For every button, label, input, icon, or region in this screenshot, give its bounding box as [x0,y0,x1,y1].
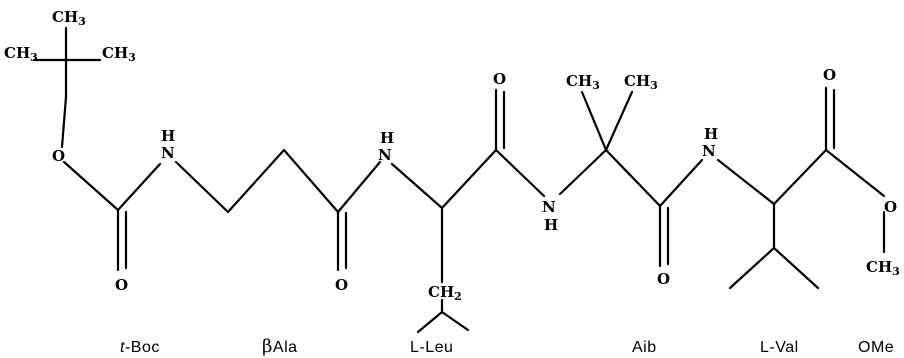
bond-c1-n1 [116,162,162,212]
atom-o-ome: O [884,198,897,216]
atom-n3: N [542,198,556,216]
atom-h1: H [161,127,175,145]
bond-leu-cd1 [416,310,444,334]
atom-n4: N [702,142,716,160]
atom-o-bala-carbonyl: O [335,276,348,294]
bond-val-ca-c5 [772,148,828,206]
bond-tbu-o [60,95,68,149]
residue-label-bala: βAla [262,336,298,357]
atom-h2: H [380,129,394,147]
atom-ch3-right: CH3 [102,44,136,64]
bond-c5-o-ome [824,148,886,198]
atom-ch3-aib-right: CH3 [624,72,658,92]
residue-label-aib: Aib [632,339,657,356]
atom-o-val-carbonyl: O [823,66,836,84]
bond-o-c1 [62,160,120,212]
bond-n3-aib-c [558,148,608,196]
atom-n1: N [161,144,175,162]
bond-c2-n2 [336,160,382,214]
atom-labels: CH3 CH3 CH3 O O O O O O O H N H N N H H … [4,8,900,303]
atom-h4: H [704,125,718,143]
bond-lines [32,26,886,334]
residue-label-val: L-Val [760,339,799,356]
atom-o-leu-carbonyl: O [493,70,506,88]
atom-o-ester: O [52,147,65,165]
atom-o-boc-carbonyl: O [115,276,128,294]
bond-val-cg1 [728,246,776,290]
residue-label-ome: OMe [858,339,894,356]
atom-ch3-top: CH3 [52,8,86,28]
atom-ch3-left: CH3 [4,44,38,64]
bond-leu-cd2 [440,310,470,332]
bond-cb-c2 [282,148,340,214]
atom-h3: H [544,216,558,234]
bond-n1-ca [174,160,230,214]
atom-o-aib-carbonyl: O [657,270,670,288]
bond-val-cg2 [772,246,820,290]
atom-ch3-ome: CH3 [866,258,900,278]
bond-aib-c4 [604,148,662,208]
bond-aib-ch3-r [604,90,634,152]
bond-aib-ch3-l [580,90,608,152]
bond-leu-ca-c3 [440,148,498,210]
atom-n2: N [378,146,392,164]
residue-label-tboc: t-Boc [120,339,160,356]
atom-ch3-aib-left: CH3 [566,72,600,92]
bond-n2-leu-ca [390,162,444,210]
bond-ca-cb [226,148,286,214]
residue-label-leu: L-Leu [410,339,453,356]
bond-c4-n4 [658,158,704,208]
bond-n4-val-ca [716,158,776,206]
residue-labels: t-Boc βAla L-Leu Aib L-Val OMe [120,336,894,357]
atom-ch2-leu: CH2 [428,283,462,303]
bond-c3-n3 [494,148,546,198]
